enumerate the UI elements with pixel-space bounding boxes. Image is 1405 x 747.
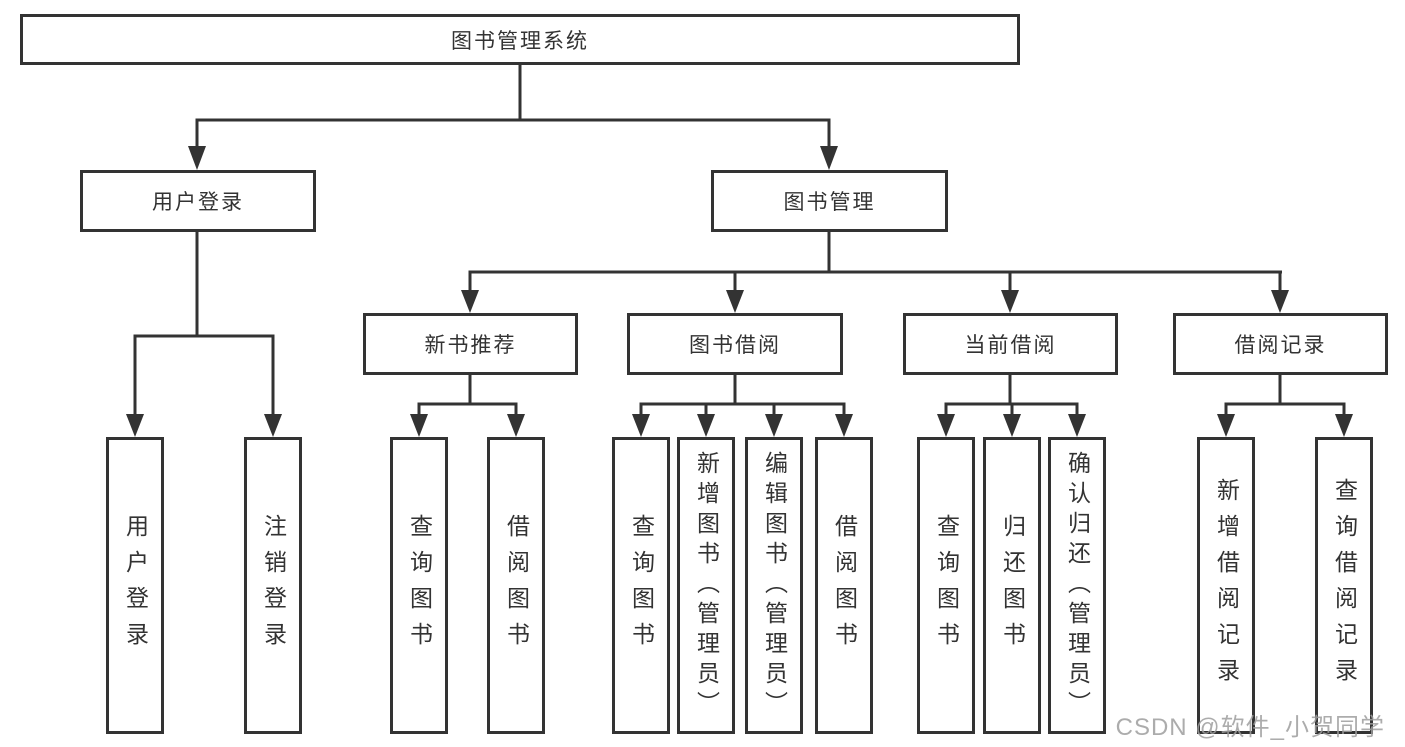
leaf-edit-books-admin: 编辑图书（管理员） <box>745 437 803 734</box>
node-label: 用户登录 <box>152 191 244 214</box>
node-book-management: 图书管理 <box>711 170 948 232</box>
leaf-user-login: 用户登录 <box>106 437 164 734</box>
node-label: 图书借阅 <box>689 334 781 357</box>
node-label: 图书管理 <box>783 191 876 214</box>
csdn-watermark: CSDN @软件_小贺同学 <box>1115 714 1385 741</box>
leaf-borrow-books-recommend: 借阅图书 <box>487 437 545 734</box>
node-label: 借阅图书 <box>503 513 530 658</box>
node-label: 查询图书 <box>933 513 960 658</box>
node-label: 当前借阅 <box>964 334 1057 357</box>
leaf-query-books-borrowing: 查询图书 <box>612 437 670 734</box>
node-root-system: 图书管理系统 <box>20 14 1020 65</box>
node-label: 图书管理系统 <box>451 29 589 53</box>
node-new-book-recommend: 新书推荐 <box>363 313 578 375</box>
leaf-borrow-books: 借阅图书 <box>815 437 873 734</box>
node-label: 新增图书（管理员） <box>693 450 720 721</box>
node-borrowing-records: 借阅记录 <box>1173 313 1388 375</box>
node-label: 确认归还（管理员） <box>1064 450 1091 721</box>
leaf-confirm-return-admin: 确认归还（管理员） <box>1048 437 1106 734</box>
leaf-add-books-admin: 新增图书（管理员） <box>677 437 735 734</box>
node-label: 新书推荐 <box>424 334 517 357</box>
node-label: 注销登录 <box>260 513 287 658</box>
node-book-borrowing: 图书借阅 <box>627 313 843 375</box>
leaf-query-borrow-record: 查询借阅记录 <box>1315 437 1373 734</box>
leaf-add-borrow-record: 新增借阅记录 <box>1197 437 1255 734</box>
node-label: 用户登录 <box>122 513 149 658</box>
node-label: 查询图书 <box>406 513 433 658</box>
leaf-query-books-current: 查询图书 <box>917 437 975 734</box>
node-label: 查询借阅记录 <box>1331 477 1358 694</box>
leaf-logout: 注销登录 <box>244 437 302 734</box>
node-label: 归还图书 <box>999 513 1026 658</box>
node-label: 新增借阅记录 <box>1213 477 1240 694</box>
node-current-borrowing: 当前借阅 <box>903 313 1118 375</box>
node-label: 查询图书 <box>628 513 655 658</box>
node-label: 借阅记录 <box>1234 334 1327 357</box>
node-label: 编辑图书（管理员） <box>761 450 788 721</box>
leaf-return-books: 归还图书 <box>983 437 1041 734</box>
node-label: 借阅图书 <box>831 513 858 658</box>
node-user-login: 用户登录 <box>80 170 316 232</box>
leaf-query-books-recommend: 查询图书 <box>390 437 448 734</box>
